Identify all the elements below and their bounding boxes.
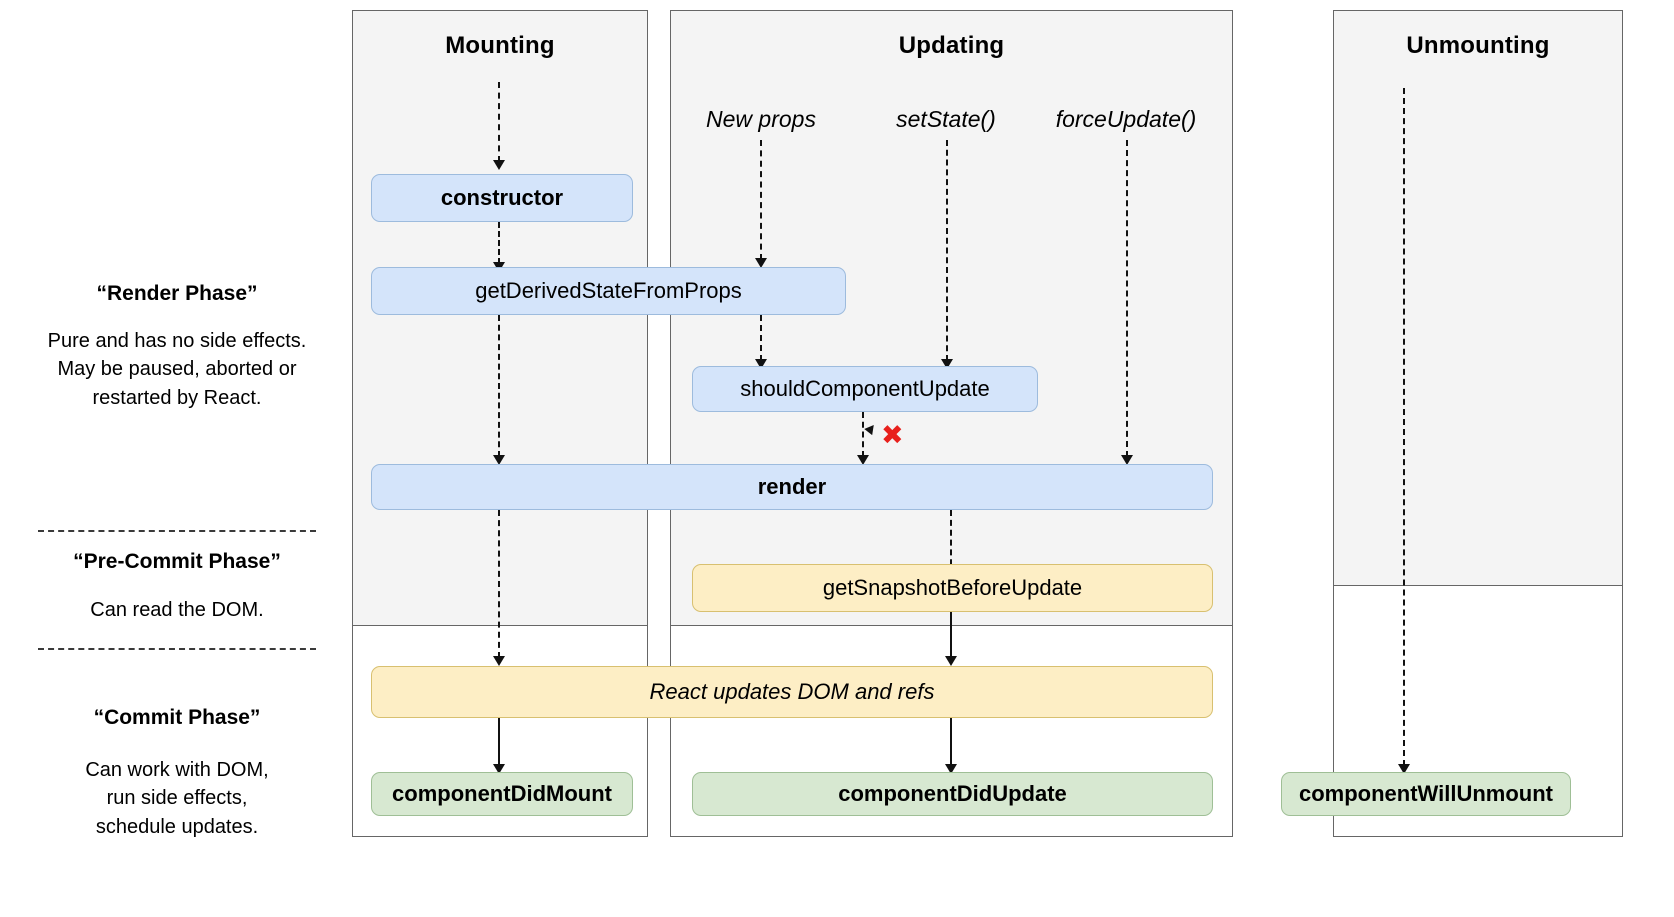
phase-divider-top (38, 530, 316, 532)
connector-set-state-to-scu (946, 140, 948, 361)
phase-title-commit: “Commit Phase” (93, 706, 261, 729)
arrowhead-gdsfp-scu (755, 359, 767, 369)
lifecycle-box-component-did-update[interactable]: componentDidUpdate (692, 772, 1213, 816)
arrowhead-set-state-scu (941, 359, 953, 369)
connector-render-to-dom-update-mounting (498, 510, 500, 658)
connector-new-props-to-gdsfp (760, 140, 762, 260)
connector-gdsfp-to-render-mounting (498, 315, 500, 457)
lifecycle-box-should-component-update[interactable]: shouldComponentUpdate (692, 366, 1038, 412)
arrowhead-unmount-will-unmount (1398, 764, 1410, 774)
connector-constructor-to-gdsfp (498, 222, 500, 264)
arrowhead-gdsfp-render-mounting (493, 455, 505, 465)
connector-mount-top-to-constructor (498, 82, 500, 162)
lifecycle-box-render[interactable]: render (371, 464, 1213, 510)
phase-body-pre-commit: Can read the DOM. (90, 599, 264, 621)
trigger-label-set-state: setState() (896, 106, 996, 132)
mounting-render-phase-panel (352, 10, 648, 626)
arrowhead-new-props-gdsfp (755, 258, 767, 268)
lifecycle-box-get-snapshot-before-update[interactable]: getSnapshotBeforeUpdate (692, 564, 1213, 612)
trigger-label-new-props: New props (706, 106, 816, 132)
lifecycle-box-react-updates-dom-and-refs[interactable]: React updates DOM and refs (371, 666, 1213, 718)
connector-dom-update-to-did-mount (498, 718, 500, 766)
arrowhead-mount-constructor (493, 160, 505, 170)
phase-title-pre-commit: “Pre-Commit Phase” (73, 550, 281, 573)
connector-dom-update-to-did-update (950, 718, 952, 766)
arrowhead-force-update-render (1121, 455, 1133, 465)
skip-update-x-icon: ✖ (881, 420, 904, 451)
arrowhead-gsbu-dom-update (945, 656, 957, 666)
arrowhead-render-dom-update-mounting (493, 656, 505, 666)
connector-force-update-to-render (1126, 140, 1128, 457)
connector-gdsfp-to-scu (760, 315, 762, 361)
phase-body-commit: Can work with DOM, run side effects, sch… (85, 759, 269, 838)
phase-body-render: Pure and has no side effects. May be pau… (47, 330, 307, 409)
connector-render-to-gsbu (950, 510, 952, 585)
column-title-unmounting: Unmounting (1406, 32, 1550, 59)
column-title-mounting: Mounting (445, 32, 555, 59)
phase-title-render: “Render Phase” (96, 282, 258, 305)
phase-divider-bottom (38, 648, 316, 650)
connector-gsbu-to-dom-update (950, 612, 952, 660)
unmounting-render-phase-panel (1333, 10, 1623, 586)
connector-scu-to-render (862, 412, 864, 457)
lifecycle-box-component-did-mount[interactable]: componentDidMount (371, 772, 633, 816)
lifecycle-box-constructor[interactable]: constructor (371, 174, 633, 222)
connector-unmount-top-to-will-unmount (1403, 88, 1405, 766)
lifecycle-box-component-will-unmount[interactable]: componentWillUnmount (1281, 772, 1571, 816)
column-title-updating: Updating (898, 32, 1005, 59)
trigger-label-force-update: forceUpdate() (1055, 106, 1197, 132)
arrowhead-dom-update-did-mount (493, 764, 505, 774)
arrowhead-dom-update-did-update (945, 764, 957, 774)
lifecycle-box-get-derived-state-from-props[interactable]: getDerivedStateFromProps (371, 267, 846, 315)
arrowhead-scu-render (857, 455, 869, 465)
